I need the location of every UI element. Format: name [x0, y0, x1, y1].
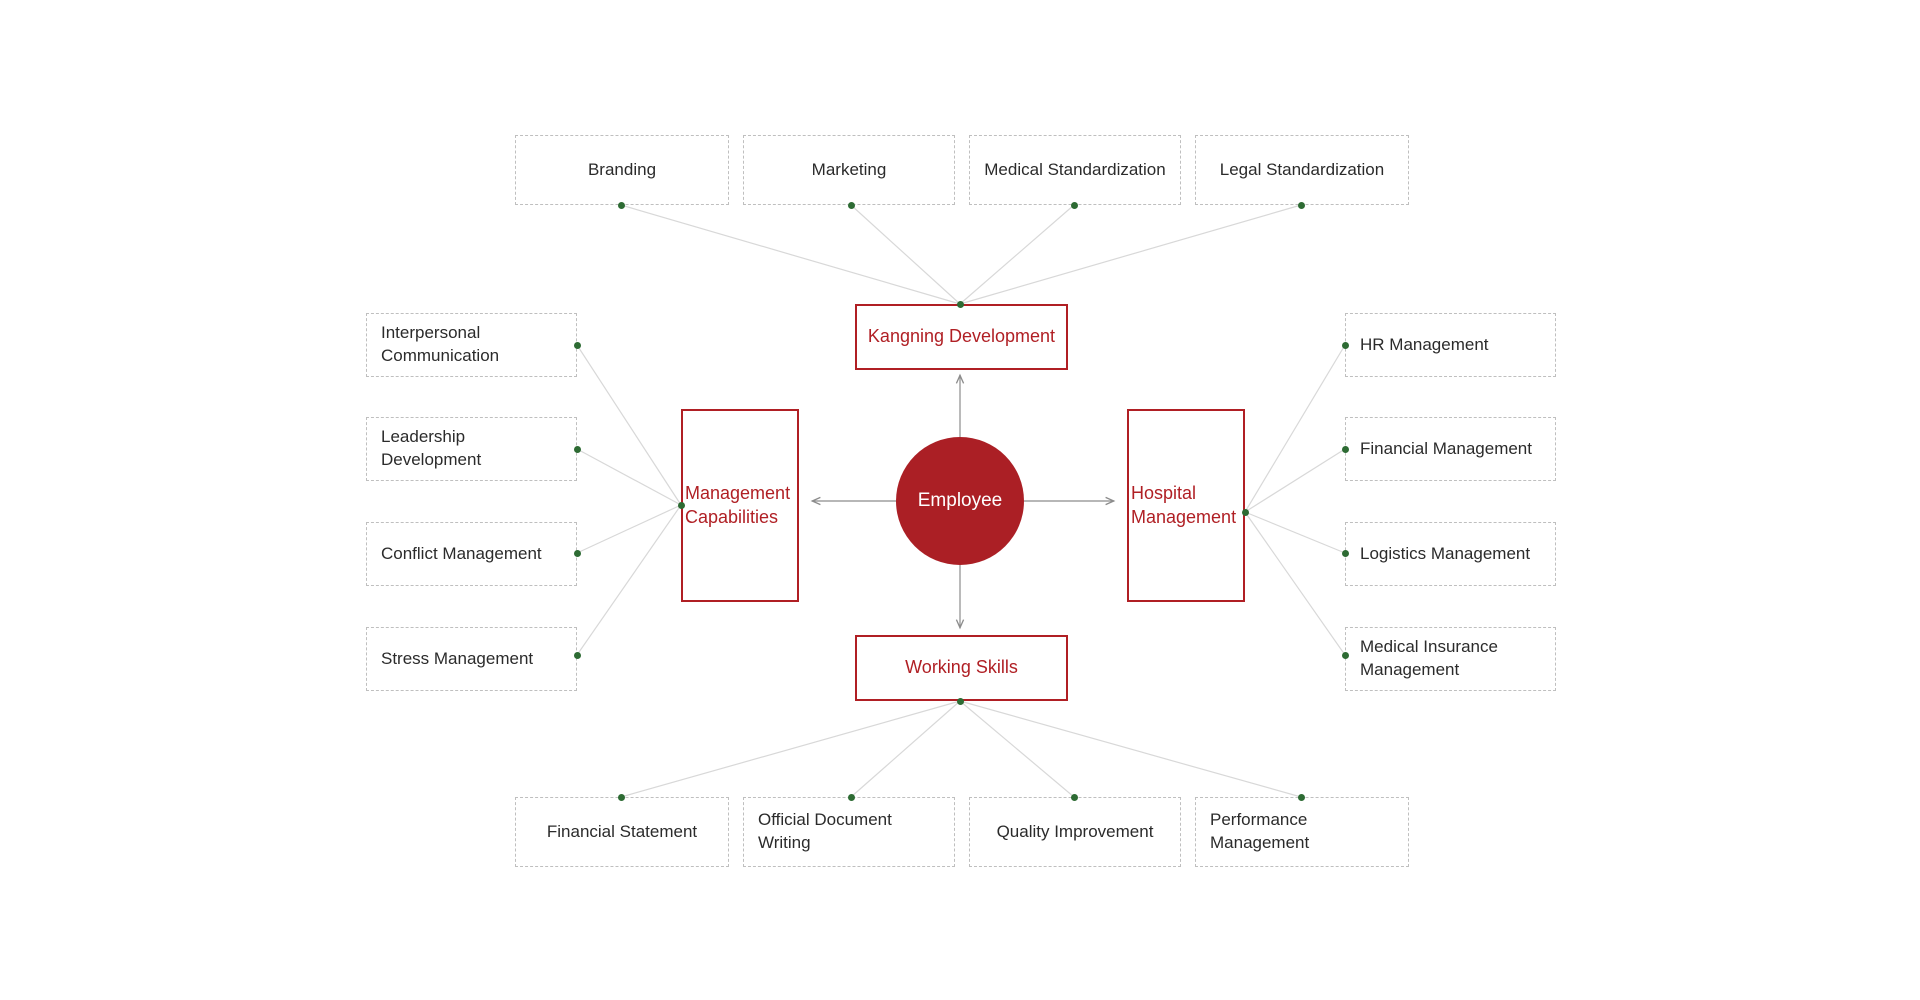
connector-dot-official-document-writing	[847, 793, 855, 801]
connector-dot-medical-standardization	[1070, 201, 1078, 209]
edge-conflict-management-to-management-capabilities	[576, 504, 682, 554]
edge-medical-standardization-to-kangning-development	[959, 204, 1075, 305]
connector-dot-management-capabilities	[677, 501, 685, 509]
leaf-node-label: Interpersonal Communication	[381, 323, 500, 365]
leaf-node-marketing[interactable]: Marketing	[743, 135, 955, 205]
leaf-node-performance-management[interactable]: Performance Management	[1195, 797, 1409, 867]
leaf-node-label: Leadership Development	[381, 427, 482, 469]
edge-financial-management-to-hospital-management	[1244, 448, 1346, 513]
leaf-node-label: Logistics Management	[1360, 543, 1531, 563]
connector-dot-hospital-management	[1241, 508, 1249, 516]
connector-dot-branding	[617, 201, 625, 209]
leaf-node-label: Performance Management	[1210, 810, 1310, 852]
leaf-node-stress-management[interactable]: Stress Management	[366, 627, 577, 691]
connector-dot-kangning-development	[956, 300, 964, 308]
connector-dot-stress-management	[573, 651, 581, 659]
connector-dot-marketing	[847, 201, 855, 209]
edge-branding-to-kangning-development	[620, 204, 961, 305]
connector-dot-financial-management	[1341, 445, 1349, 453]
leaf-node-financial-management[interactable]: Financial Management	[1345, 417, 1556, 481]
branch-node-management-capabilities[interactable]: Management Capabilities	[681, 409, 799, 602]
connector-dot-performance-management	[1297, 793, 1305, 801]
connector-dot-logistics-management	[1341, 549, 1349, 557]
connector-dot-financial-statement	[617, 793, 625, 801]
edge-quality-improvement-to-working-skills	[959, 700, 1075, 798]
connector-dot-legal-standardization	[1297, 201, 1305, 209]
connector-dot-leadership-development	[573, 445, 581, 453]
connector-dot-working-skills	[956, 697, 964, 705]
leaf-node-label: HR Management	[1360, 334, 1489, 354]
leaf-node-medical-standardization[interactable]: Medical Standardization	[969, 135, 1181, 205]
root-node-employee[interactable]: Employee	[896, 437, 1024, 565]
root-node-label: Employee	[917, 490, 1003, 511]
connector-dot-medical-insurance-management	[1341, 651, 1349, 659]
edge-stress-management-to-management-capabilities	[576, 504, 682, 656]
edge-performance-management-to-working-skills	[959, 700, 1302, 798]
connector-dot-hr-management	[1341, 341, 1349, 349]
connector-dot-quality-improvement	[1070, 793, 1078, 801]
leaf-node-conflict-management[interactable]: Conflict Management	[366, 522, 577, 586]
leaf-node-logistics-management[interactable]: Logistics Management	[1345, 522, 1556, 586]
connector-dot-interpersonal-communication	[573, 341, 581, 349]
edge-legal-standardization-to-kangning-development	[959, 204, 1302, 305]
edge-interpersonal-communication-to-management-capabilities	[576, 344, 682, 506]
leaf-node-label: Conflict Management	[381, 543, 542, 563]
leaf-node-label: Financial Statement	[546, 821, 698, 841]
branch-node-hospital-management[interactable]: Hospital Management	[1127, 409, 1245, 602]
leaf-node-official-document-writing[interactable]: Official Document Writing	[743, 797, 955, 867]
branch-node-label: Management Capabilities	[685, 482, 791, 527]
branch-node-label: Kangning Development	[867, 326, 1056, 347]
leaf-node-interpersonal-communication[interactable]: Interpersonal Communication	[366, 313, 577, 377]
leaf-node-quality-improvement[interactable]: Quality Improvement	[969, 797, 1181, 867]
leaf-node-label: Legal Standardization	[1219, 159, 1385, 179]
leaf-node-hr-management[interactable]: HR Management	[1345, 313, 1556, 377]
edge-financial-statement-to-working-skills	[620, 700, 961, 798]
connector-dot-conflict-management	[573, 549, 581, 557]
leaf-node-label: Financial Management	[1360, 438, 1532, 458]
edge-leadership-development-to-management-capabilities	[576, 448, 682, 506]
leaf-node-label: Branding	[587, 159, 657, 179]
leaf-node-financial-statement[interactable]: Financial Statement	[515, 797, 729, 867]
branch-node-label: Hospital Management	[1131, 482, 1237, 527]
leaf-node-label: Medical Standardization	[984, 159, 1166, 179]
leaf-node-legal-standardization[interactable]: Legal Standardization	[1195, 135, 1409, 205]
leaf-node-label: Quality Improvement	[996, 821, 1154, 841]
edge-hr-management-to-hospital-management	[1244, 344, 1346, 513]
leaf-node-label: Official Document Writing	[758, 810, 892, 852]
edge-medical-insurance-management-to-hospital-management	[1244, 511, 1346, 656]
leaf-node-leadership-development[interactable]: Leadership Development	[366, 417, 577, 481]
leaf-node-branding[interactable]: Branding	[515, 135, 729, 205]
leaf-node-label: Medical Insurance Management	[1360, 637, 1498, 679]
leaf-node-label: Marketing	[811, 159, 887, 179]
edge-marketing-to-kangning-development	[850, 204, 961, 305]
branch-node-label: Working Skills	[905, 657, 1018, 678]
edge-logistics-management-to-hospital-management	[1244, 511, 1346, 554]
leaf-node-medical-insurance-management[interactable]: Medical Insurance Management	[1345, 627, 1556, 691]
leaf-node-label: Stress Management	[381, 648, 534, 668]
edge-official-document-writing-to-working-skills	[850, 700, 961, 798]
branch-node-working-skills[interactable]: Working Skills	[855, 635, 1068, 701]
branch-node-kangning-development[interactable]: Kangning Development	[855, 304, 1068, 370]
